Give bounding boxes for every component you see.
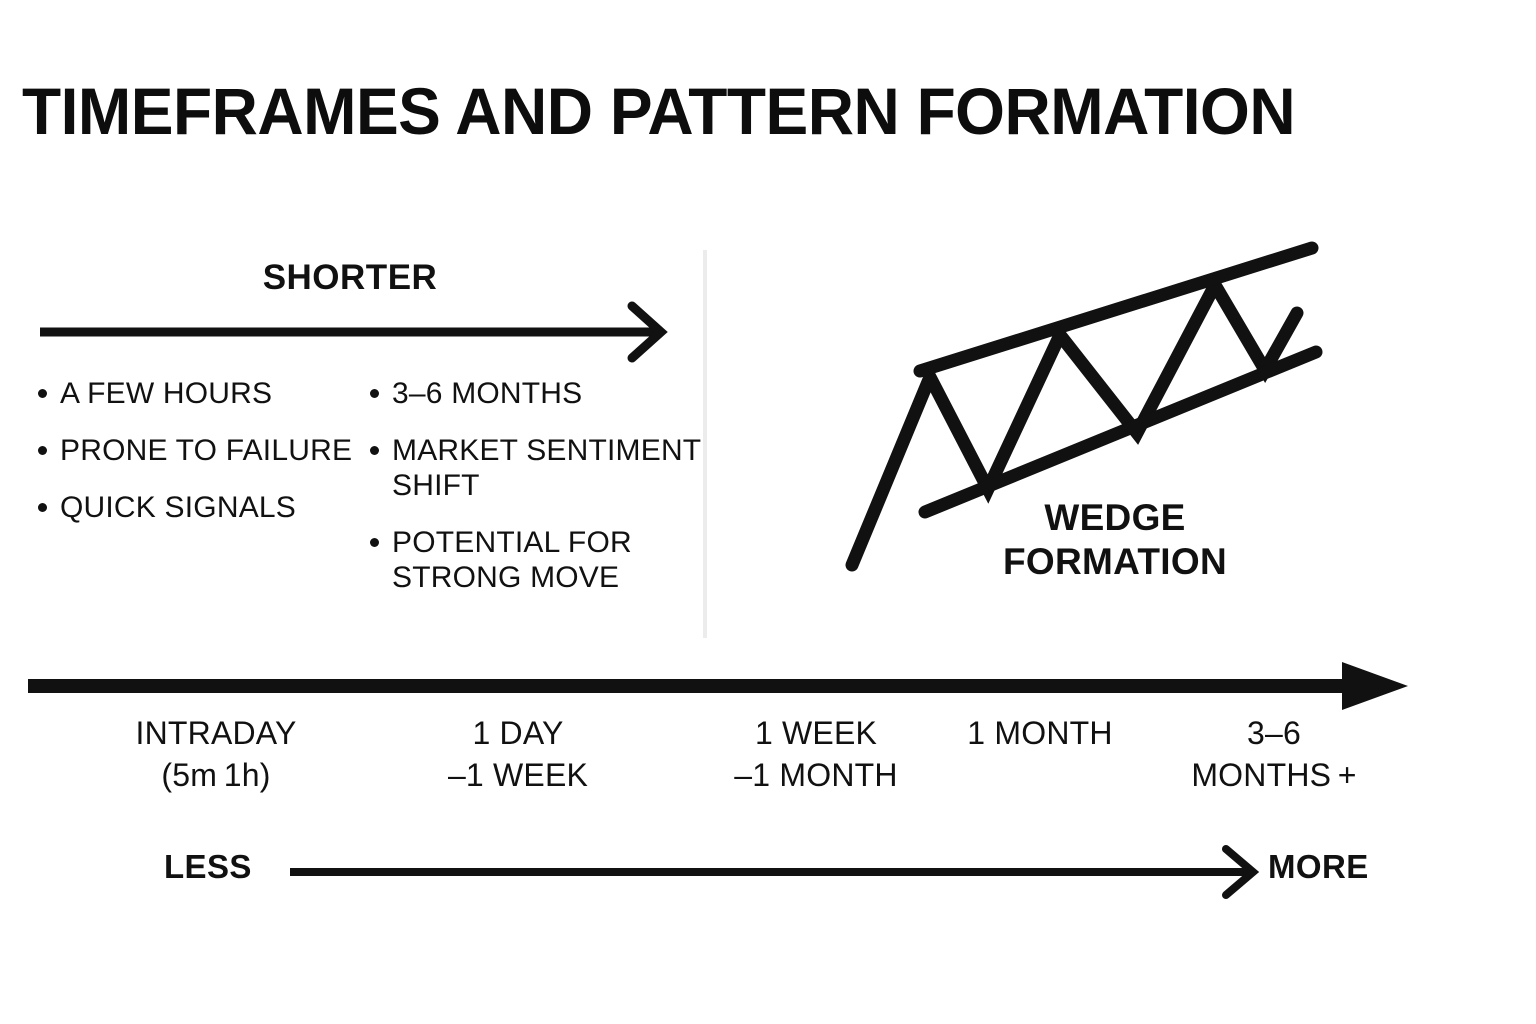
list-item-label: 3–6 MONTHS [392,377,583,410]
bullet-dot-icon [370,389,379,398]
bullet-dot-icon [38,446,47,456]
bullet-dot-icon [370,446,379,456]
timeline-tick-labels: INTRADAY (5m 1h) 1 DAY –1 WEEK 1 WEEK –1… [24,712,1424,822]
bullet-list-long-timeframes: 3–6 MONTHS MARKET SENTIMENT SHIFT POTENT… [370,376,710,617]
wedge-chart-svg [845,241,1323,572]
scale-arrow-icon [290,845,1260,899]
wedge-formation-chart [800,205,1340,585]
bullet-dot-icon [38,503,47,513]
timeline-tick-line1: 3–6 [1247,715,1301,751]
list-item-label: MARKET SENTIMENT SHIFT [392,434,701,503]
timeline-arrow-icon [28,662,1408,710]
timeline-tick-line1: 1 DAY [472,715,564,751]
upper-trendline [913,241,1319,378]
list-item: MARKET SENTIMENT SHIFT [370,433,710,503]
scale-less-label: LESS [164,848,252,885]
timeline-tick: 3–6 MONTHS + [1124,712,1424,796]
shorter-heading: SHORTER [262,258,438,297]
price-zigzag-line [845,271,1304,572]
timeline-tick-line2: (5m 1h) [161,757,271,794]
column-divider [703,250,707,638]
timeline-tick-line2: –1 WEEK [447,757,589,794]
shorter-arrow-icon [40,301,668,363]
scale-arrow [286,836,1286,906]
list-item-label: QUICK SIGNALS [60,491,296,525]
wedge-caption-line2: FORMATION [1003,540,1227,582]
list-item: A FEW HOURS [38,376,368,411]
timeline-tick: INTRADAY (5m 1h) [66,712,366,796]
list-item-label: PRONE TO FAILURE [60,434,353,468]
list-item: QUICK SIGNALS [38,490,368,525]
bullet-dot-icon [370,538,379,548]
list-item-label: POTENTIAL FOR STRONG MOVE [392,526,632,595]
page-title: TIMEFRAMES AND PATTERN FORMATION [22,74,1296,148]
lower-trendline [918,345,1323,519]
scale-more-label: MORE [1268,848,1369,885]
bullet-list-short-timeframes: A FEW HOURS PRONE TO FAILURE QUICK SIGNA… [38,376,368,547]
list-item: 3–6 MONTHS [370,376,710,411]
bullet-dot-icon [38,389,47,398]
list-item-label: A FEW HOURS [60,377,273,410]
timeline-tick: 1 DAY –1 WEEK [368,712,668,796]
timeline-tick: 1 WEEK –1 MONTH [666,712,966,796]
timeline-tick-line1: 1 WEEK [754,715,878,751]
shorter-arrow [34,300,674,366]
timeline-tick-line1: 1 MONTH [967,715,1113,751]
wedge-caption: WEDGE FORMATION [955,496,1275,583]
list-item: PRONE TO FAILURE [38,433,368,468]
timeline-tick-line2: –1 MONTH [734,757,898,794]
timeline-tick: 1 MONTH [890,712,1190,754]
intensity-scale: LESS MORE [24,836,1424,906]
timeline-tick-line2: MONTHS + [1191,757,1357,794]
list-item: POTENTIAL FOR STRONG MOVE [370,525,710,595]
timeline-axis [24,660,1414,716]
wedge-caption-line1: WEDGE [1044,497,1186,538]
timeline-tick-line1: INTRADAY [135,715,297,751]
